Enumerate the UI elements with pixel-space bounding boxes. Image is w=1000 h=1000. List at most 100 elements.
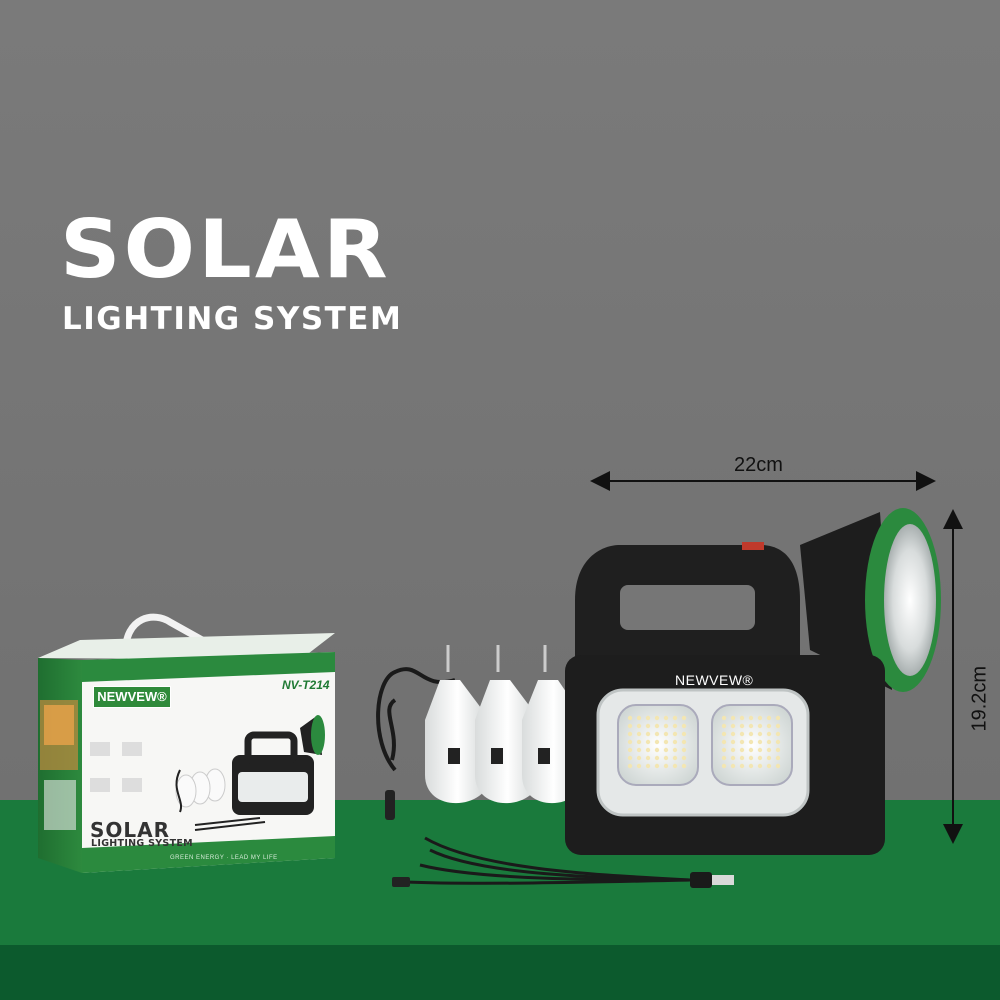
led-chip: [645, 747, 651, 753]
package-brand-logo: NEWVEW®: [93, 686, 171, 708]
led-bulb: [425, 645, 490, 804]
package-box: [38, 613, 335, 873]
led-chip: [672, 739, 678, 745]
led-chip: [672, 747, 678, 753]
led-chip: [663, 731, 669, 737]
led-chip: [748, 763, 754, 769]
led-chip: [757, 715, 763, 721]
led-chip: [636, 731, 642, 737]
led-chip: [654, 715, 660, 721]
led-chip: [663, 747, 669, 753]
led-chip: [721, 747, 727, 753]
led-chip: [775, 739, 781, 745]
lantern-brand-logo: NEWVEW®: [675, 672, 754, 688]
led-chip: [645, 755, 651, 761]
led-chip: [636, 715, 642, 721]
led-chip: [636, 723, 642, 729]
led-chip: [627, 715, 633, 721]
led-chip: [739, 755, 745, 761]
led-chip: [654, 723, 660, 729]
led-chip: [757, 763, 763, 769]
led-chip: [672, 731, 678, 737]
led-chip: [730, 763, 736, 769]
led-chip: [775, 731, 781, 737]
led-chip: [739, 739, 745, 745]
led-chip: [681, 755, 687, 761]
led-chip: [645, 715, 651, 721]
led-chip: [681, 723, 687, 729]
package-model: NV-T214: [282, 678, 330, 692]
led-chip: [636, 747, 642, 753]
led-chip: [663, 763, 669, 769]
led-chip: [748, 747, 754, 753]
led-chip: [730, 715, 736, 721]
led-chip: [775, 763, 781, 769]
package-slogan: GREEN ENERGY · LEAD MY LIFE: [170, 855, 278, 861]
led-chip: [739, 747, 745, 753]
led-chip: [757, 731, 763, 737]
led-chip: [721, 763, 727, 769]
led-chip: [775, 723, 781, 729]
package-title: SOLAR: [90, 818, 171, 842]
led-chip: [654, 739, 660, 745]
led-chip: [721, 731, 727, 737]
led-chip: [627, 731, 633, 737]
led-chip: [627, 763, 633, 769]
led-chip: [681, 739, 687, 745]
green-floor-band: [0, 945, 1000, 1000]
led-chip: [730, 747, 736, 753]
package-subtitle: LIGHTING SYSTEM: [91, 838, 193, 849]
led-chip: [672, 763, 678, 769]
led-chip: [766, 763, 772, 769]
led-chip: [766, 715, 772, 721]
led-chip: [645, 723, 651, 729]
led-chip: [627, 755, 633, 761]
led-chip: [757, 739, 763, 745]
led-chip: [739, 715, 745, 721]
led-chip: [757, 747, 763, 753]
height-label: 19.2cm: [968, 665, 991, 732]
led-chip: [739, 731, 745, 737]
led-chip: [654, 731, 660, 737]
led-chip: [775, 755, 781, 761]
headline-title: SOLAR: [60, 203, 391, 296]
led-chip: [672, 723, 678, 729]
led-chip: [757, 723, 763, 729]
led-chip: [627, 739, 633, 745]
led-chip: [766, 747, 772, 753]
led-chip: [721, 755, 727, 761]
led-chip: [681, 747, 687, 753]
led-chip: [748, 731, 754, 737]
led-chip: [681, 763, 687, 769]
led-chip: [636, 739, 642, 745]
led-chip: [721, 715, 727, 721]
led-chip: [721, 723, 727, 729]
led-chip: [645, 739, 651, 745]
led-chip: [730, 731, 736, 737]
led-chip: [627, 747, 633, 753]
led-chip: [748, 715, 754, 721]
led-chip: [681, 715, 687, 721]
led-chip: [672, 715, 678, 721]
led-chip: [748, 755, 754, 761]
led-chip: [636, 763, 642, 769]
led-chip: [636, 755, 642, 761]
led-chip: [730, 723, 736, 729]
led-chip: [730, 755, 736, 761]
led-chip: [757, 755, 763, 761]
led-chip: [627, 723, 633, 729]
led-chip: [766, 755, 772, 761]
led-chip: [654, 747, 660, 753]
led-chip: [766, 731, 772, 737]
led-chip: [721, 739, 727, 745]
led-chip: [739, 723, 745, 729]
led-chip: [645, 763, 651, 769]
led-chip: [654, 763, 660, 769]
led-chip: [654, 755, 660, 761]
headline-subtitle: LIGHTING SYSTEM: [62, 301, 403, 337]
led-chip: [730, 739, 736, 745]
led-chip: [672, 755, 678, 761]
led-chip: [739, 763, 745, 769]
